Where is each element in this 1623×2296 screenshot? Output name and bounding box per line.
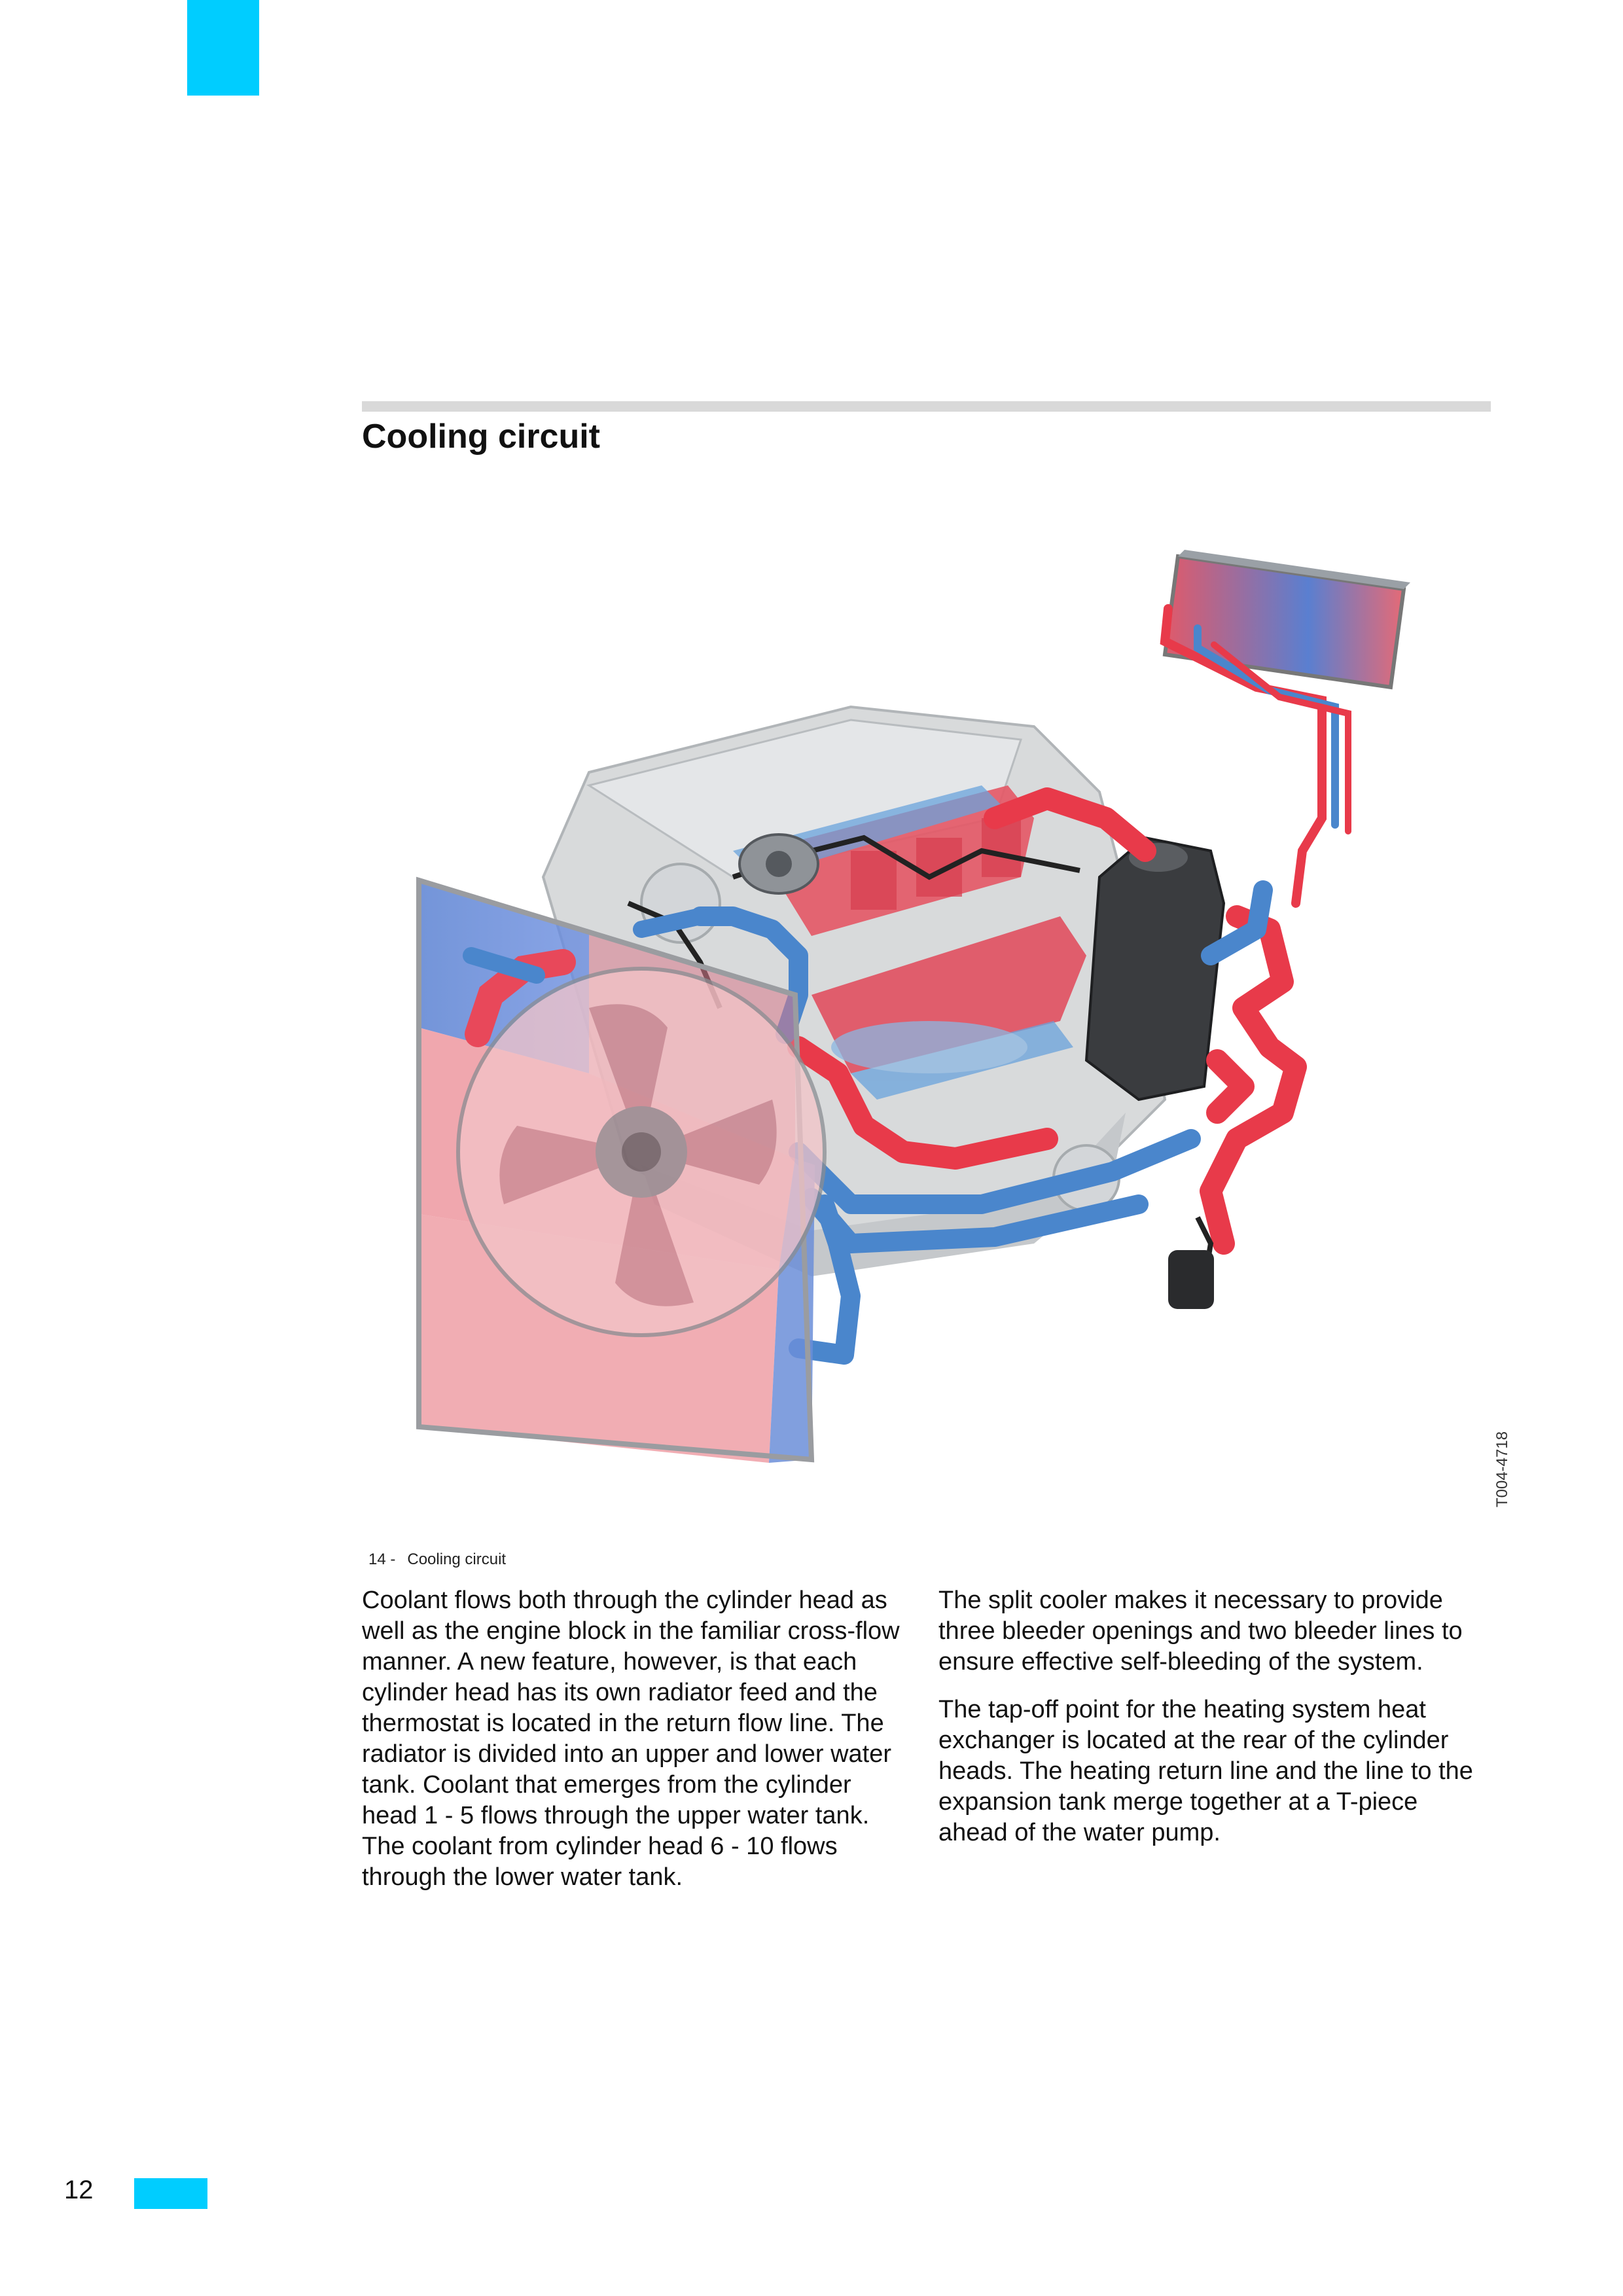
body-column-right: The split cooler makes it necessary to p… [938,1585,1485,1865]
figure-reference: T004-4718 [1493,1431,1511,1508]
title-rule [362,401,1491,412]
page-title: Cooling circuit [362,418,600,456]
radiator-fan [456,967,827,1337]
heater-lines [1160,604,1351,908]
expansion-tank [1084,836,1226,1102]
heater-core [1162,550,1410,690]
hot-hoses [787,787,1307,1255]
hose-connector [1168,1250,1214,1309]
water-pump [738,833,819,895]
paragraph: The split cooler makes it necessary to p… [938,1587,1463,1676]
top-color-tab [187,0,259,96]
radiator-hoses [463,908,709,1047]
paragraph: The tap-off point for the heating system… [938,1696,1473,1846]
cold-hoses [690,880,1273,1365]
caption-text: Cooling circuit [407,1551,507,1568]
paragraph: Coolant flows both through the cylinder … [362,1587,900,1891]
cooling-circuit-figure [393,511,1505,1492]
caption-number: 14 - [368,1551,396,1568]
figure-caption: 14 - Cooling circuit [368,1549,506,1571]
bottom-color-tab [134,2178,207,2209]
cooling-circuit-illustration [416,550,1410,1463]
page-number: 12 [64,2176,94,2204]
body-column-left: Coolant flows both through the cylinder … [362,1585,908,1910]
